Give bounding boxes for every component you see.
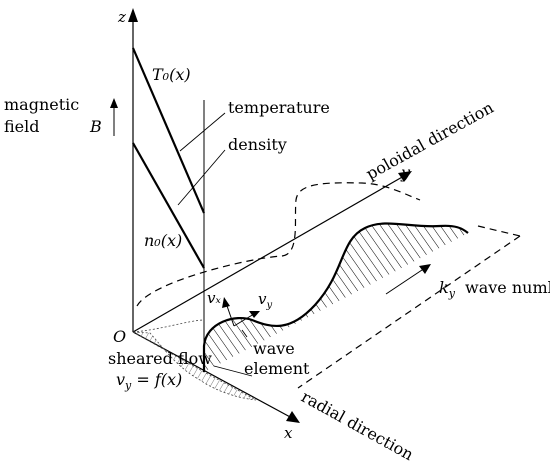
magnetic-field-B-label: B xyxy=(89,117,102,136)
density-leader-line xyxy=(177,149,226,206)
y-axis-label: y xyxy=(400,163,411,182)
radial-direction-label: radial direction xyxy=(298,387,417,464)
dashed-plane-top-right xyxy=(477,225,521,237)
poloidal-direction-label: poloidal direction xyxy=(363,98,497,184)
density-profile-line xyxy=(132,142,205,269)
dashed-plane-right-edge xyxy=(297,235,521,389)
sheared-flow-profile xyxy=(132,331,257,401)
wave-label-line1: wave xyxy=(253,339,295,358)
wave-number-label: wave number xyxy=(465,278,550,297)
wave-element-leader-line xyxy=(241,329,248,338)
z-axis: z xyxy=(117,8,138,332)
wave-label-line2: element xyxy=(244,359,310,378)
x-axis-label: x xyxy=(284,424,293,442)
sheared-flow-label-line1: sheared flow xyxy=(108,349,212,368)
z-axis-label: z xyxy=(117,8,126,26)
ky-label: ky xyxy=(439,278,456,300)
wave-element xyxy=(204,223,468,372)
temperature-function-label: T₀(x) xyxy=(152,65,191,84)
wave-curve xyxy=(202,222,469,372)
vx-label: vₓ xyxy=(207,289,221,307)
dashed-wave-outline xyxy=(136,182,421,307)
density-function-label: n₀(x) xyxy=(144,231,182,250)
sheared-flow-leader-line xyxy=(213,365,253,377)
sheared-flow-label-line2: vy = f(x) xyxy=(116,370,182,392)
wave-number-arrow xyxy=(385,264,431,295)
sheared-flow-upper-curve xyxy=(132,319,205,333)
velocity-arrows xyxy=(222,297,260,327)
y-axis: y xyxy=(132,163,412,333)
density-label: density xyxy=(228,135,287,154)
temperature-leader-line xyxy=(179,112,226,152)
origin-label: O xyxy=(113,327,126,346)
temperature-label: temperature xyxy=(228,98,330,117)
magnetic-label-line2: field xyxy=(4,117,40,136)
temperature-profile-line xyxy=(131,47,206,214)
vy-label: vy xyxy=(258,290,272,311)
magnetic-label-line1: magnetic xyxy=(4,95,79,114)
magnetic-field-arrow xyxy=(110,98,118,136)
